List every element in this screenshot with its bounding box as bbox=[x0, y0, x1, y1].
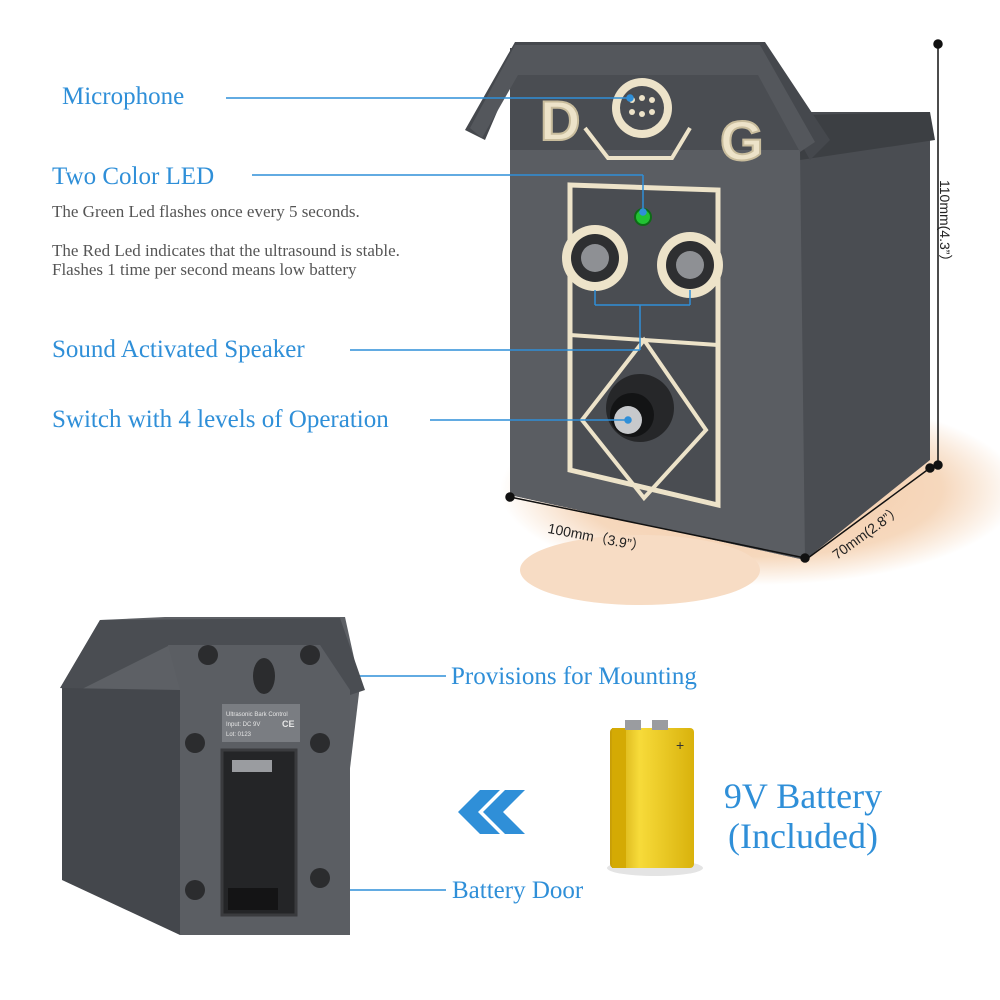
battery-9v: + bbox=[607, 720, 703, 876]
dimension-lines bbox=[505, 39, 943, 563]
height-dimension: 110mm(4.3”） bbox=[937, 180, 953, 269]
battery-compartment bbox=[220, 748, 298, 917]
red-led-note: The Red Led indicates that the ultrasoun… bbox=[52, 241, 400, 260]
green-led-note: The Green Led flashes once every 5 secon… bbox=[52, 202, 360, 221]
mounting-label: Provisions for Mounting bbox=[451, 663, 697, 690]
label-plate bbox=[222, 704, 300, 742]
low-battery-note: Flashes 1 time per second means low batt… bbox=[52, 260, 357, 279]
bark-control-device-front: D G bbox=[465, 42, 935, 560]
ultrasonic-speakers bbox=[562, 225, 723, 298]
battery-door-label: Battery Door bbox=[452, 877, 584, 904]
plate-title: Ultrasonic Bark Control bbox=[226, 712, 288, 718]
battery-line2: (Included) bbox=[728, 816, 878, 856]
logo-letter-d: D bbox=[540, 89, 580, 152]
arrow-left-icon bbox=[458, 790, 525, 834]
switch-label: Switch with 4 levels of Operation bbox=[52, 406, 389, 433]
led-label: Two Color LED bbox=[52, 163, 215, 190]
level-switch-knob bbox=[606, 374, 674, 442]
speaker-label: Sound Activated Speaker bbox=[52, 336, 305, 363]
svg-text:CE: CE bbox=[282, 719, 295, 729]
bark-control-device-back: Ultrasonic Bark Control Input: DC 9V Lot… bbox=[60, 617, 365, 935]
plate-input: Input: DC 9V bbox=[226, 722, 260, 728]
microphone-label: Microphone bbox=[62, 83, 185, 110]
svg-text:+: + bbox=[676, 737, 684, 753]
battery-included-text: 9V Battery (Included) bbox=[718, 776, 888, 856]
mounting-holes bbox=[185, 645, 330, 900]
battery-line1: 9V Battery bbox=[723, 776, 883, 816]
plate-lot: Lot: 0123 bbox=[226, 732, 252, 738]
logo-letter-g: G bbox=[720, 109, 764, 172]
